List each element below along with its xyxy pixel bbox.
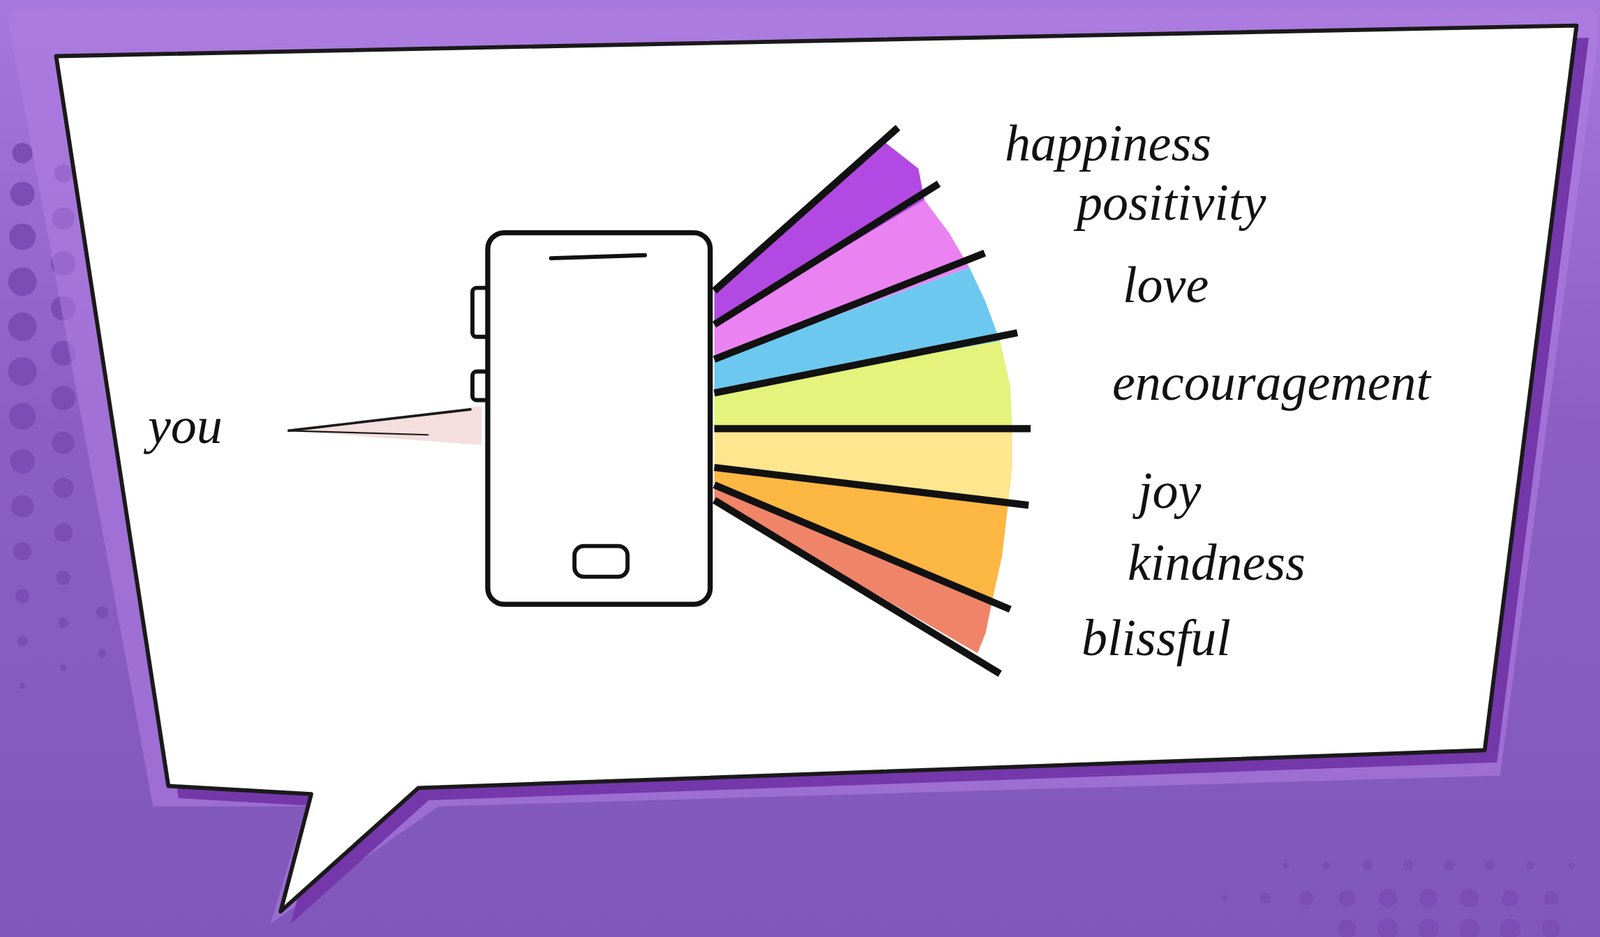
phone: [472, 233, 711, 605]
feeling-label: positivity: [1076, 176, 1266, 229]
feeling-label: encouragement: [1112, 356, 1431, 409]
feeling-label: blissful: [1081, 611, 1231, 664]
feeling-label: kindness: [1127, 536, 1306, 589]
viewer-label: you: [147, 399, 223, 452]
feeling-label: joy: [1138, 464, 1201, 517]
speech-bubble: [55, 25, 1577, 912]
rainbow-fan: [714, 127, 1031, 675]
beam: [287, 406, 482, 446]
bubble-back: [8, 8, 1598, 924]
feeling-label: happiness: [1004, 117, 1212, 169]
feeling-label: love: [1122, 258, 1209, 311]
